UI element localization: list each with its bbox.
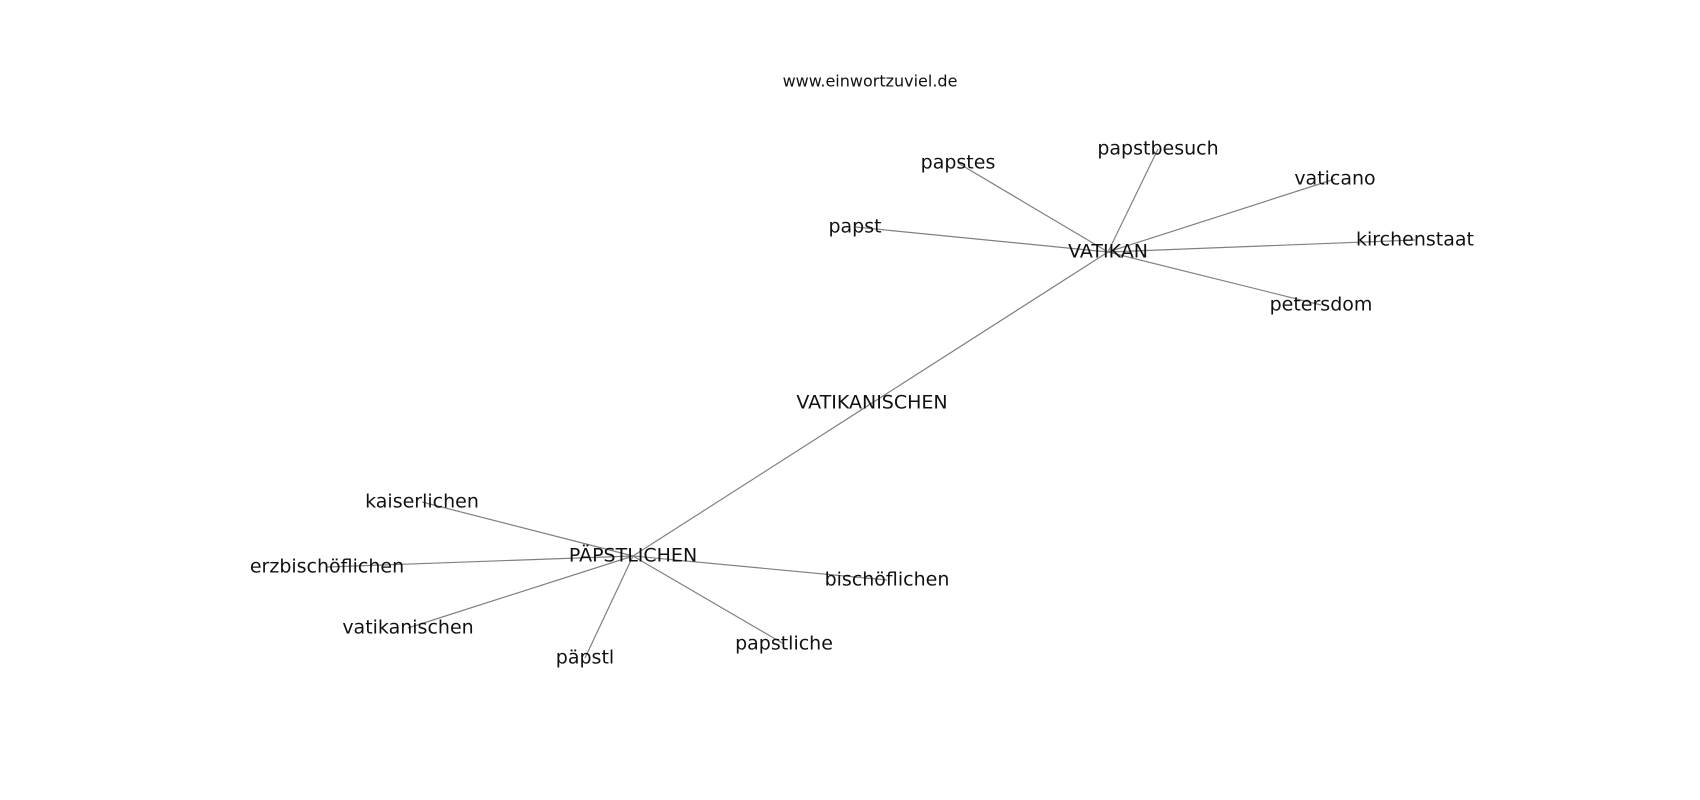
node-label-vatikan: VATIKAN [1068,241,1148,263]
node-label-papst: papst [828,216,881,238]
edge-vatikan-papstbesuch [1107,148,1159,253]
node-label-vatikanischen_lc: vatikanischen [342,617,473,639]
edge-paepstlichen-paepstl [584,555,634,659]
node-label-vaticano: vaticano [1294,168,1375,190]
node-label-vatikanischen: VATIKANISCHEN [796,392,947,414]
node-label-erzbischoeflichen: erzbischöflichen [250,556,404,578]
node-label-kirchenstaat: kirchenstaat [1356,229,1474,251]
node-label-papstliche: papstliche [735,633,833,655]
edge-vatikan-petersdom [1107,251,1322,306]
node-label-petersdom: petersdom [1270,294,1373,316]
node-label-papstes: papstes [921,152,996,174]
edge-vatikan-kirchenstaat [1107,239,1416,253]
node-label-paepstlichen: PÄPSTLICHEN [569,544,697,567]
edge-vatikan-vaticano [1107,178,1336,253]
node-label-kaiserlichen: kaiserlichen [365,491,479,513]
node-label-paepstl: päpstl [556,647,614,669]
edge-paepstlichen-vatikanischen_lc [407,555,634,629]
edge-vatikan-paepstlichen [632,251,1109,557]
edge-paepstlichen-bischoeflichen [632,555,888,581]
edge-vatikan-papstes [957,162,1109,253]
edge-paepstlichen-kaiserlichen [421,501,634,557]
edge-vatikan-papst [854,226,1109,253]
edge-paepstlichen-erzbischoeflichen [326,555,634,568]
node-label-papstbesuch: papstbesuch [1097,138,1218,160]
graph-nodes: VATIKAN VATIKANISCHEN PÄPSTLICHEN papstes pa… [250,138,1474,669]
site-watermark: www.einwortzuviel.de [783,72,958,91]
node-label-bischoeflichen: bischöflichen [825,569,950,591]
graph-edges [326,148,1416,659]
edge-paepstlichen-papstliche [632,555,785,645]
